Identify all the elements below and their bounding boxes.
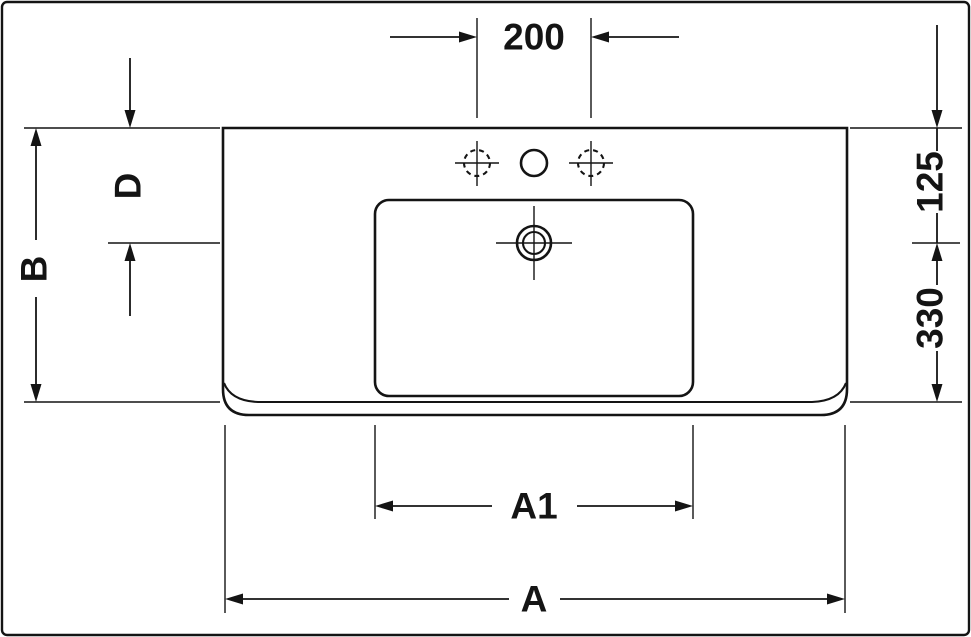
dimension-overall-depth: B bbox=[14, 127, 220, 403]
inner-bowl-outline bbox=[373, 198, 695, 398]
dimension-label-d: D bbox=[108, 173, 149, 200]
dimension-drain-to-front: 330 bbox=[850, 242, 962, 403]
tap-hole-center bbox=[519, 148, 549, 178]
dimension-label-330: 330 bbox=[910, 287, 951, 349]
dimension-rear-to-drain: 125 bbox=[850, 25, 962, 243]
dimension-bowl-width: A1 bbox=[374, 425, 694, 527]
dimension-tap-spacing: 200 bbox=[390, 17, 679, 118]
arrowhead-left-icon bbox=[591, 31, 609, 43]
arrowhead-left-icon bbox=[375, 500, 393, 512]
dimension-depth-var: D bbox=[108, 58, 220, 316]
arrowhead-right-icon bbox=[827, 593, 845, 605]
arrowhead-down-icon bbox=[931, 110, 943, 128]
dimension-label-b: B bbox=[14, 256, 55, 283]
arrowhead-right-icon bbox=[459, 31, 477, 43]
dimension-label-125: 125 bbox=[910, 151, 951, 213]
arrowhead-left-icon bbox=[225, 593, 243, 605]
dimension-label-a1: A1 bbox=[510, 486, 557, 527]
drain-hole bbox=[496, 206, 572, 280]
dimension-overall-width: A bbox=[224, 425, 846, 620]
washbasin-outline bbox=[221, 126, 849, 417]
arrowhead-right-icon bbox=[675, 500, 693, 512]
front-edge-line bbox=[223, 382, 847, 404]
dimension-label-a: A bbox=[521, 579, 548, 620]
tap-holes bbox=[455, 141, 613, 186]
arrowhead-up-icon bbox=[931, 243, 943, 261]
dimension-label-200: 200 bbox=[503, 17, 565, 58]
washbasin-body bbox=[221, 126, 849, 417]
arrowhead-up-icon bbox=[124, 243, 136, 261]
arrowhead-down-icon bbox=[124, 110, 136, 128]
arrowhead-down-icon bbox=[931, 384, 943, 402]
arrowhead-down-icon bbox=[30, 384, 42, 402]
